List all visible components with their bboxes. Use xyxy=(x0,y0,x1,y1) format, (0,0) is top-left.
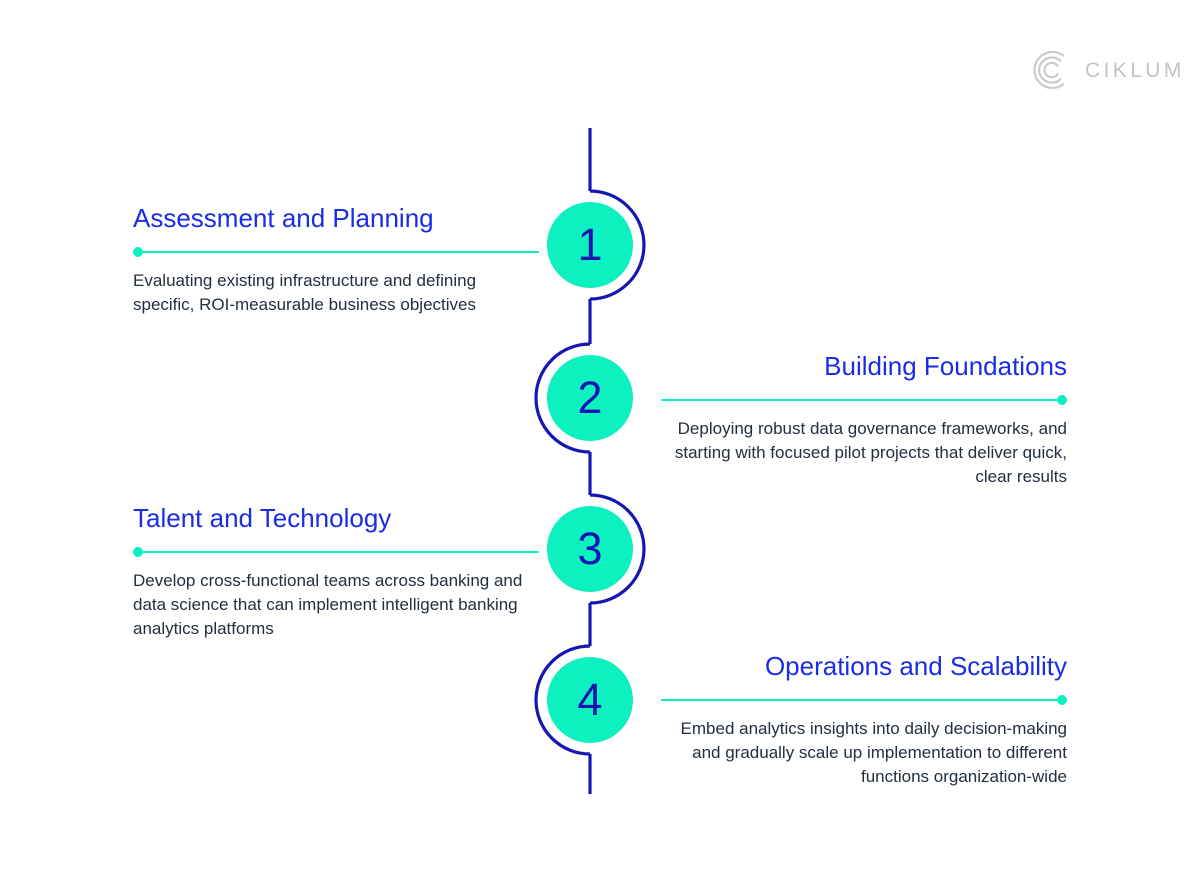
timeline-step-3-title: Talent and Technology xyxy=(133,503,392,533)
timeline-node-3: 3 xyxy=(547,506,633,592)
rule-line xyxy=(661,398,1063,402)
timeline-step-3: Talent and Technology Develop cross-func… xyxy=(133,503,539,641)
brand-logo: CIKLUM xyxy=(1028,48,1185,92)
timeline-step-3-description: Develop cross-functional teams across ba… xyxy=(133,570,523,638)
timeline-node-4: 4 xyxy=(547,657,633,743)
timeline-step-2-title: Building Foundations xyxy=(824,351,1067,381)
timeline-step-4: Operations and Scalability Embed analyti… xyxy=(661,651,1067,789)
rule-dot xyxy=(133,546,143,557)
timeline-step-1-rule xyxy=(133,246,539,258)
timeline-node-1: 1 xyxy=(547,202,633,288)
timeline-step-2: Building Foundations Deploying robust da… xyxy=(661,351,1067,489)
timeline-node-3-number: 3 xyxy=(577,522,603,574)
timeline-step-2-description: Deploying robust data governance framewo… xyxy=(674,418,1067,486)
rule-line xyxy=(661,698,1063,702)
timeline-step-1: Assessment and Planning Evaluating exist… xyxy=(133,203,539,317)
timeline-step-4-rule xyxy=(661,694,1067,706)
timeline-step-4-description: Embed analytics insights into daily deci… xyxy=(680,718,1067,786)
timeline-step-1-title: Assessment and Planning xyxy=(133,203,434,233)
timeline-step-4-title: Operations and Scalability xyxy=(764,651,1067,681)
timeline-step-2-rule xyxy=(661,394,1067,406)
timeline-node-2: 2 xyxy=(547,355,633,441)
rule-dot xyxy=(1057,694,1067,705)
timeline-step-1-description: Evaluating existing infrastructure and d… xyxy=(133,270,477,314)
rule-line xyxy=(137,550,539,554)
timeline-node-2-number: 2 xyxy=(577,371,603,423)
timeline-node-1-number: 1 xyxy=(577,218,603,270)
timeline-step-3-rule xyxy=(133,546,539,558)
rule-dot xyxy=(1057,394,1067,405)
rule-line xyxy=(137,250,539,254)
rule-dot xyxy=(133,246,143,257)
brand-wordmark: CIKLUM xyxy=(1085,58,1185,82)
ciklum-c-arcs-logo-icon xyxy=(1033,50,1065,90)
timeline-node-4-number: 4 xyxy=(577,673,603,725)
